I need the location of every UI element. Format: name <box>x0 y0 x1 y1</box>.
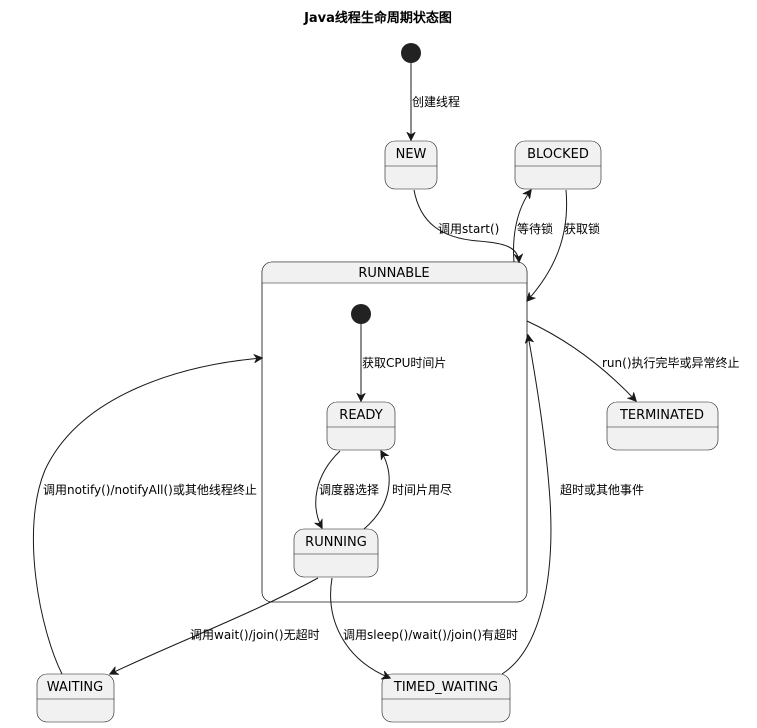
state-terminated: TERMINATED <box>606 401 719 451</box>
edge-wait-with-timeout <box>330 577 390 678</box>
state-timed-waiting: TIMED_WAITING <box>381 673 511 723</box>
edge-acquire-lock <box>527 189 568 301</box>
edge-wait-no-timeout-label: 调用wait()/join()无超时 <box>190 627 320 642</box>
state-blocked: BLOCKED <box>514 140 602 190</box>
state-ready-label: READY <box>339 408 382 423</box>
edge-wait-lock-label: 等待锁 <box>517 221 553 236</box>
state-blocked-label: BLOCKED <box>527 147 589 162</box>
edge-schedule-label: 调度器选择 <box>319 482 379 497</box>
state-waiting: WAITING <box>36 673 115 723</box>
state-new: NEW <box>384 140 438 190</box>
edge-wait-with-timeout-label: 调用sleep()/wait()/join()有超时 <box>343 627 518 642</box>
state-timed-waiting-label: TIMED_WAITING <box>393 680 498 695</box>
edge-get-cpu-label: 获取CPU时间片 <box>362 356 446 370</box>
edge-notify <box>32 358 262 675</box>
state-terminated-label: TERMINATED <box>619 408 704 423</box>
inner-initial-node <box>351 304 371 324</box>
edge-finish-label: run()执行完毕或异常终止 <box>602 355 740 370</box>
edge-acquire-lock-label: 获取锁 <box>564 221 600 236</box>
edge-notify-label: 调用notify()/notifyAll()或其他线程终止 <box>43 482 257 497</box>
edge-start-label: 调用start() <box>438 222 499 236</box>
diagram-title: Java线程生命周期状态图 <box>303 10 452 26</box>
initial-node <box>401 43 421 63</box>
state-new-label: NEW <box>396 147 427 162</box>
edge-time-slice-up-label: 时间片用尽 <box>392 483 452 497</box>
edge-timeout <box>501 335 552 675</box>
state-running-label: RUNNING <box>305 535 367 550</box>
edge-finish <box>526 320 636 401</box>
state-ready: READY <box>326 401 396 451</box>
state-running: RUNNING <box>293 528 379 578</box>
edge-create-label: 创建线程 <box>412 94 460 109</box>
state-waiting-label: WAITING <box>47 680 103 695</box>
edge-wait-lock <box>513 190 531 263</box>
edge-time-slice-up <box>363 451 390 530</box>
edge-timeout-label: 超时或其他事件 <box>560 482 644 497</box>
state-runnable-label: RUNNABLE <box>358 266 429 281</box>
edge-wait-no-timeout <box>110 577 319 674</box>
edge-schedule <box>316 450 341 528</box>
